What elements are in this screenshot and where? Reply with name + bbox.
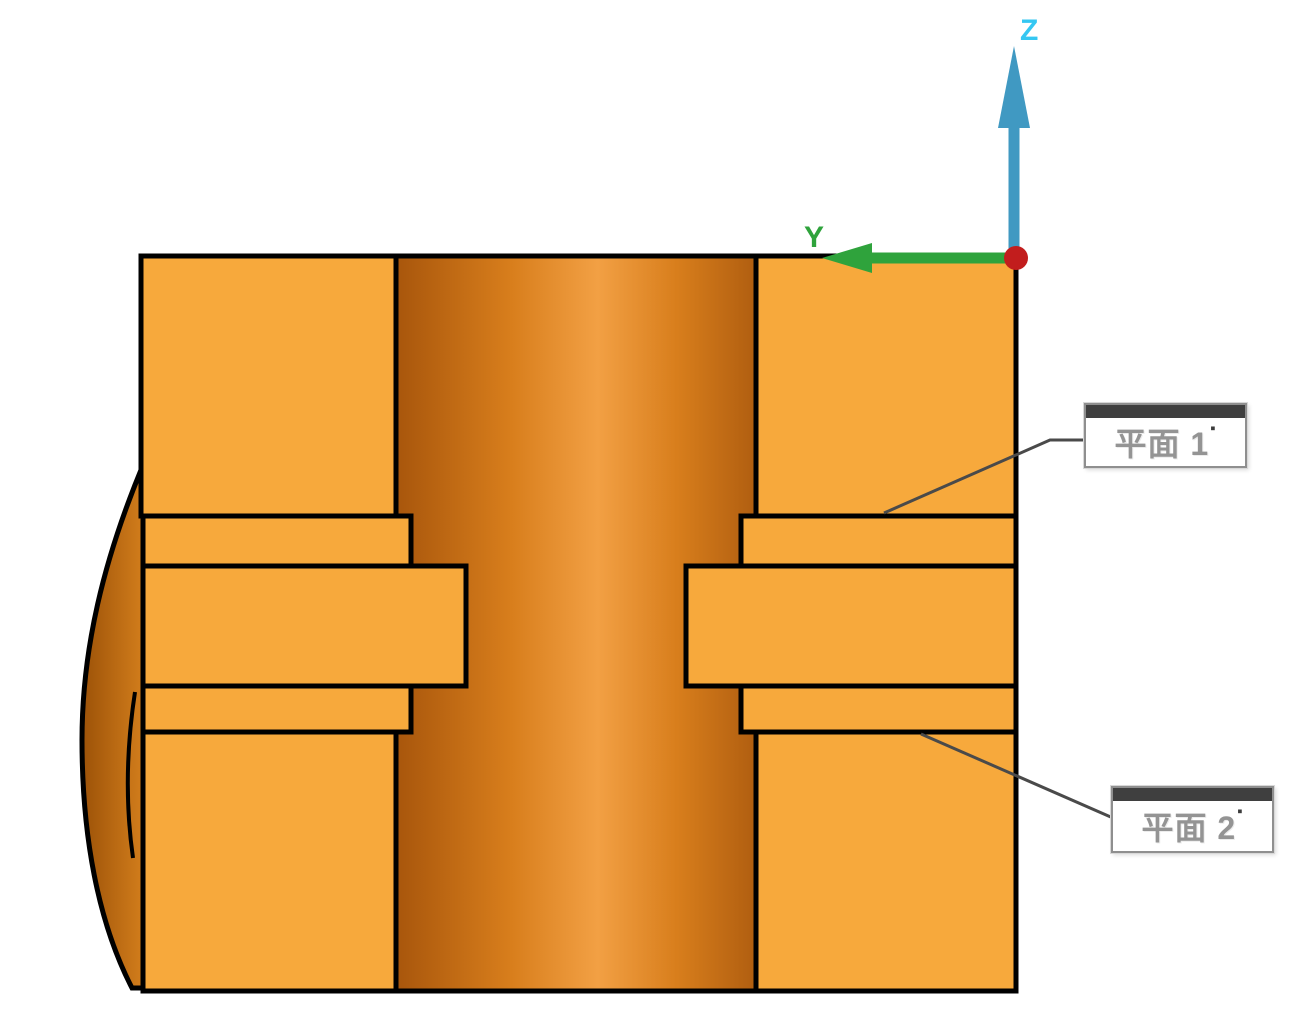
silhouette-edge — [125, 691, 137, 859]
plane-1-leader — [883, 438, 1087, 515]
plane-2-callout-titlebar — [1113, 788, 1272, 801]
plane-2-callout-body: 平面 2 ▪ — [1113, 801, 1272, 851]
face-bottom-left[interactable] — [140, 729, 399, 994]
origin-triad: Z Y — [804, 14, 1038, 273]
face-bottom-right[interactable] — [753, 729, 1019, 994]
plane-1-callout-body: 平面 1 ▪ — [1086, 418, 1245, 466]
hub-right[interactable] — [683, 563, 1019, 689]
plane-1-callout[interactable]: 平面 1 ▪ — [1084, 403, 1247, 468]
z-axis-label: Z — [1020, 14, 1038, 47]
origin-point — [1004, 246, 1028, 270]
flange-upper-right[interactable] — [738, 513, 1019, 569]
face-top-right[interactable] — [753, 253, 1019, 519]
outer-cylindrical-face[interactable] — [79, 467, 153, 991]
y-axis-label: Y — [804, 221, 824, 254]
plane-2-leader — [920, 732, 1114, 820]
hub-left[interactable] — [140, 563, 469, 689]
z-axis-arrow-icon — [998, 46, 1030, 128]
plane-2-marker: ▪ — [1237, 803, 1244, 820]
flange-lower-right[interactable] — [738, 683, 1019, 735]
plane-2-callout[interactable]: 平面 2 ▪ — [1111, 786, 1274, 853]
plane-1-callout-titlebar — [1086, 405, 1245, 418]
y-axis-arrow-icon — [822, 243, 872, 273]
flange-upper-left[interactable] — [140, 513, 414, 569]
plane-1-marker: ▪ — [1210, 420, 1217, 437]
plane-1-label: 平面 1 — [1114, 426, 1210, 462]
flange-lower-left[interactable] — [140, 683, 414, 735]
plane-2-label: 平面 2 — [1141, 810, 1237, 846]
part-cross-section — [79, 253, 1019, 994]
leader-lines — [883, 438, 1114, 820]
face-top-left[interactable] — [138, 253, 399, 519]
